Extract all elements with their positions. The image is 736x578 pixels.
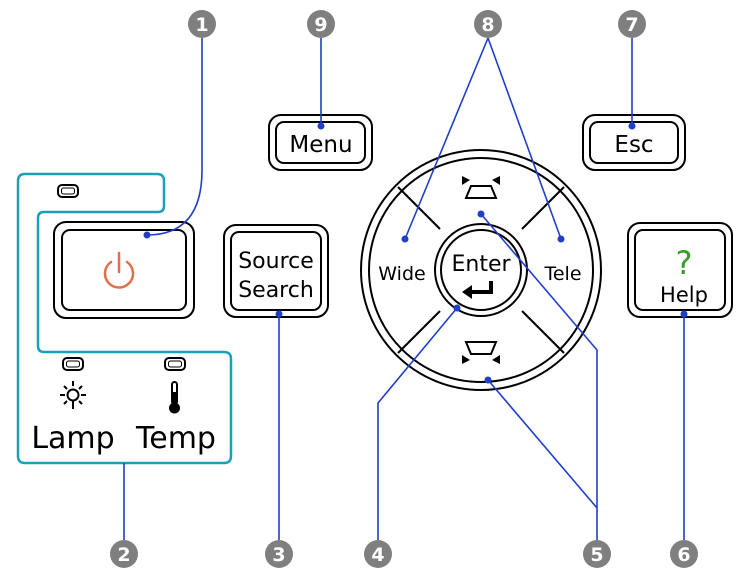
callout-4: 4 [364,540,392,568]
esc-label: Esc [614,132,653,158]
callout-6: 6 [670,540,698,568]
callout-5: 5 [583,540,611,568]
lamp-label: Lamp [31,421,114,456]
lamp-light-icon [60,381,86,409]
svg-text:3: 3 [272,544,285,566]
svg-text:4: 4 [371,544,384,566]
svg-text:8: 8 [481,14,494,36]
source-search-button[interactable]: Source Search [223,224,329,318]
menu-label: Menu [289,132,352,158]
callout-1: 1 [188,10,216,38]
callout-9: 9 [307,10,335,38]
svg-text:2: 2 [117,544,130,566]
keystone-down-icon[interactable] [462,341,500,364]
help-button[interactable]: ? Help [627,222,733,318]
lamp-indicator-icon [62,357,84,371]
keystone-up-icon[interactable] [462,176,500,199]
source-search-label-line2: Search [238,278,314,303]
svg-text:5: 5 [590,544,603,566]
svg-text:9: 9 [314,14,327,36]
indicator-frame [16,172,233,465]
leader-5b [487,379,598,509]
enter-return-arrow-icon [462,281,493,299]
leader-8a [404,37,489,240]
svg-text:7: 7 [625,14,638,36]
power-button[interactable] [53,221,195,319]
callout-2: 2 [110,540,138,568]
help-label: Help [660,283,708,307]
wide-label[interactable]: Wide [378,263,425,285]
svg-text:6: 6 [677,544,690,566]
help-question-icon: ? [676,244,693,282]
svg-text:1: 1 [195,14,208,36]
leader-4 [377,307,458,540]
callout-3: 3 [265,540,293,568]
callout-8: 8 [474,10,502,38]
leader-dots [143,122,688,384]
temp-indicator-icon [164,357,186,371]
power-icon [103,251,135,289]
leader-8b [487,37,562,240]
enter-button[interactable]: Enter [440,229,522,311]
menu-button[interactable]: Menu [268,114,373,171]
leader-1 [146,38,203,236]
esc-button[interactable]: Esc [582,114,686,171]
power-indicator-icon [57,184,79,198]
enter-label: Enter [451,252,511,277]
temp-label: Temp [135,421,216,456]
tele-label[interactable]: Tele [543,263,581,285]
callout-7: 7 [618,10,646,38]
leader-5a [480,213,598,540]
leader-lines [123,37,685,540]
source-search-label-line1: Source [238,249,314,274]
thermometer-icon [169,381,180,414]
